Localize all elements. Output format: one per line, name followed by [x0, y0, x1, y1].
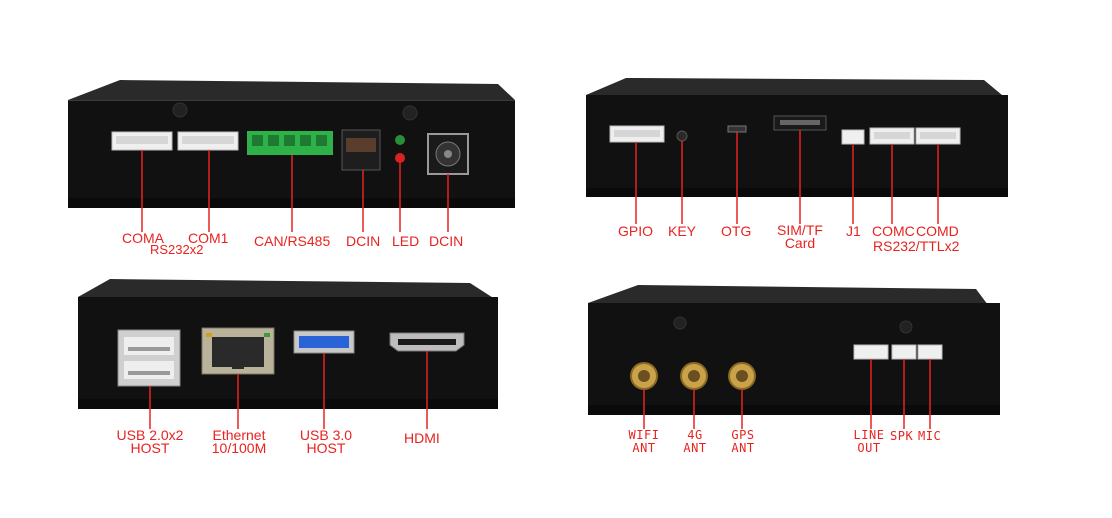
label-usb2-line2: HOST	[130, 440, 170, 456]
label-key: KEY	[668, 223, 697, 239]
label-sim-tf: SIM/TF Card	[774, 222, 826, 251]
label-otg: OTG	[721, 223, 752, 239]
label-usb3-line2: HOST	[306, 440, 346, 456]
label-usb2-line1: USB 2.0x2	[116, 427, 184, 443]
label-wifi-ant: WIFI ANT	[626, 429, 662, 455]
label-wifi-line1: WIFI	[628, 428, 660, 442]
label-rs232x2: RS232x2	[150, 242, 204, 257]
label-hdmi: HDMI	[404, 430, 440, 446]
label-line-out-line1: LINE	[853, 428, 885, 442]
label-ethernet: Ethernet 10/100M	[200, 427, 278, 456]
label-usb3: USB 3.0 HOST	[294, 427, 358, 456]
label-4g-line2: ANT	[683, 441, 707, 455]
label-can-rs485: CAN/RS485	[254, 233, 331, 249]
label-com1: COM1	[188, 230, 229, 246]
label-rs232-ttl: RS232/TTLx2	[873, 238, 960, 254]
panel-bottom-right: WIFI ANT 4G ANT GPS ANT LINE OUT SPK MIC	[556, 259, 1112, 518]
label-gps-ant: GPS ANT	[726, 429, 760, 455]
panel-top-right: GPIO KEY OTG SIM/TF Card J1 COMC COMD RS…	[556, 0, 1112, 259]
label-usb3-line1: USB 3.0	[299, 427, 353, 443]
label-j1: J1	[846, 223, 861, 239]
label-dcin-terminal: DCIN	[346, 233, 381, 249]
label-line-out-line2: OUT	[857, 441, 881, 455]
label-ethernet-line2: 10/100M	[211, 440, 267, 456]
label-4g-ant: 4G ANT	[678, 429, 712, 455]
label-comd: COMD	[916, 223, 959, 239]
device-antenna-audio-photo	[588, 285, 1000, 429]
label-usb2: USB 2.0x2 HOST	[108, 427, 192, 456]
label-led: LED	[392, 233, 420, 249]
label-dcin-jack: DCIN	[429, 233, 464, 249]
label-gps-line1: GPS	[731, 428, 755, 442]
panel-bottom-left: USB 2.0x2 HOST Ethernet 10/100M USB 3.0 …	[0, 259, 556, 518]
device-usb-ethernet-hdmi-photo	[78, 279, 498, 429]
label-sim-tf-line1: SIM/TF	[777, 222, 823, 238]
label-ethernet-line1: Ethernet	[212, 427, 266, 443]
label-mic: MIC	[918, 429, 942, 443]
panel-top-left: COMA COM1 RS232x2 CAN/RS485 DCIN LED DCI…	[0, 0, 556, 259]
device-rear-io-photo	[68, 80, 515, 232]
label-spk: SPK	[890, 429, 914, 443]
label-sim-tf-line2: Card	[784, 235, 816, 251]
label-coma: COMA	[122, 230, 164, 246]
label-4g-line1: 4G	[687, 428, 703, 442]
label-gpio: GPIO	[618, 223, 654, 239]
label-comc: COMC	[872, 223, 915, 239]
label-line-out: LINE OUT	[852, 429, 886, 455]
device-front-io-photo	[586, 78, 1008, 224]
label-wifi-line2: ANT	[632, 441, 656, 455]
label-gps-line2: ANT	[731, 441, 755, 455]
